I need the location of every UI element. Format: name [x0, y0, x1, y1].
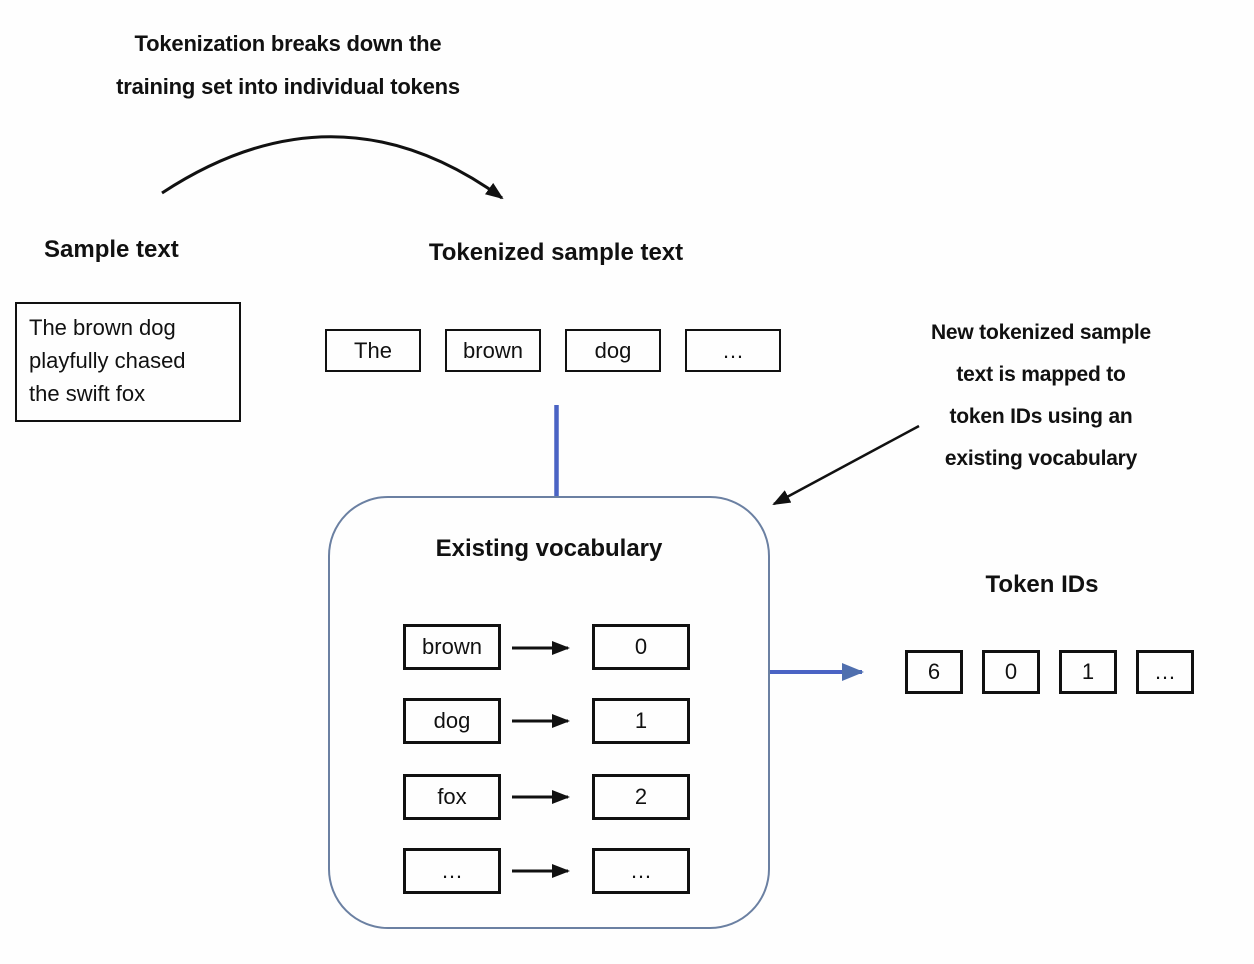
tokenized-tokens-row: The brown dog … [325, 329, 781, 372]
token-box: dog [565, 329, 661, 372]
token-id-box: 6 [905, 650, 963, 694]
vocab-id-box: 1 [592, 698, 690, 744]
vocab-token-box: dog [403, 698, 501, 744]
token-box: brown [445, 329, 541, 372]
token-id-box: 1 [1059, 650, 1117, 694]
token-box: The [325, 329, 421, 372]
tokenized-sample-heading: Tokenized sample text [428, 239, 684, 266]
token-id-box: … [1136, 650, 1194, 694]
vocab-id-box: … [592, 848, 690, 894]
token-id-box: 0 [982, 650, 1040, 694]
token-ids-heading: Token IDs [985, 571, 1099, 598]
vocab-token-box: fox [403, 774, 501, 820]
sample-text-box: The brown dog playfully chased the swift… [15, 302, 241, 422]
vocab-token-box: … [403, 848, 501, 894]
existing-vocabulary-panel [328, 496, 770, 929]
sample-text-heading: Sample text [44, 236, 179, 263]
vocab-token-box: brown [403, 624, 501, 670]
vocab-id-box: 0 [592, 624, 690, 670]
token-ids-row: 6 0 1 … [905, 650, 1194, 694]
top-annotation: Tokenization breaks down the training se… [116, 31, 460, 99]
mapping-annotation: New tokenized sample text is mapped to t… [930, 321, 1152, 470]
vocab-id-box: 2 [592, 774, 690, 820]
curved-arrow [161, 135, 504, 200]
token-box: … [685, 329, 781, 372]
existing-vocabulary-heading: Existing vocabulary [435, 535, 663, 562]
